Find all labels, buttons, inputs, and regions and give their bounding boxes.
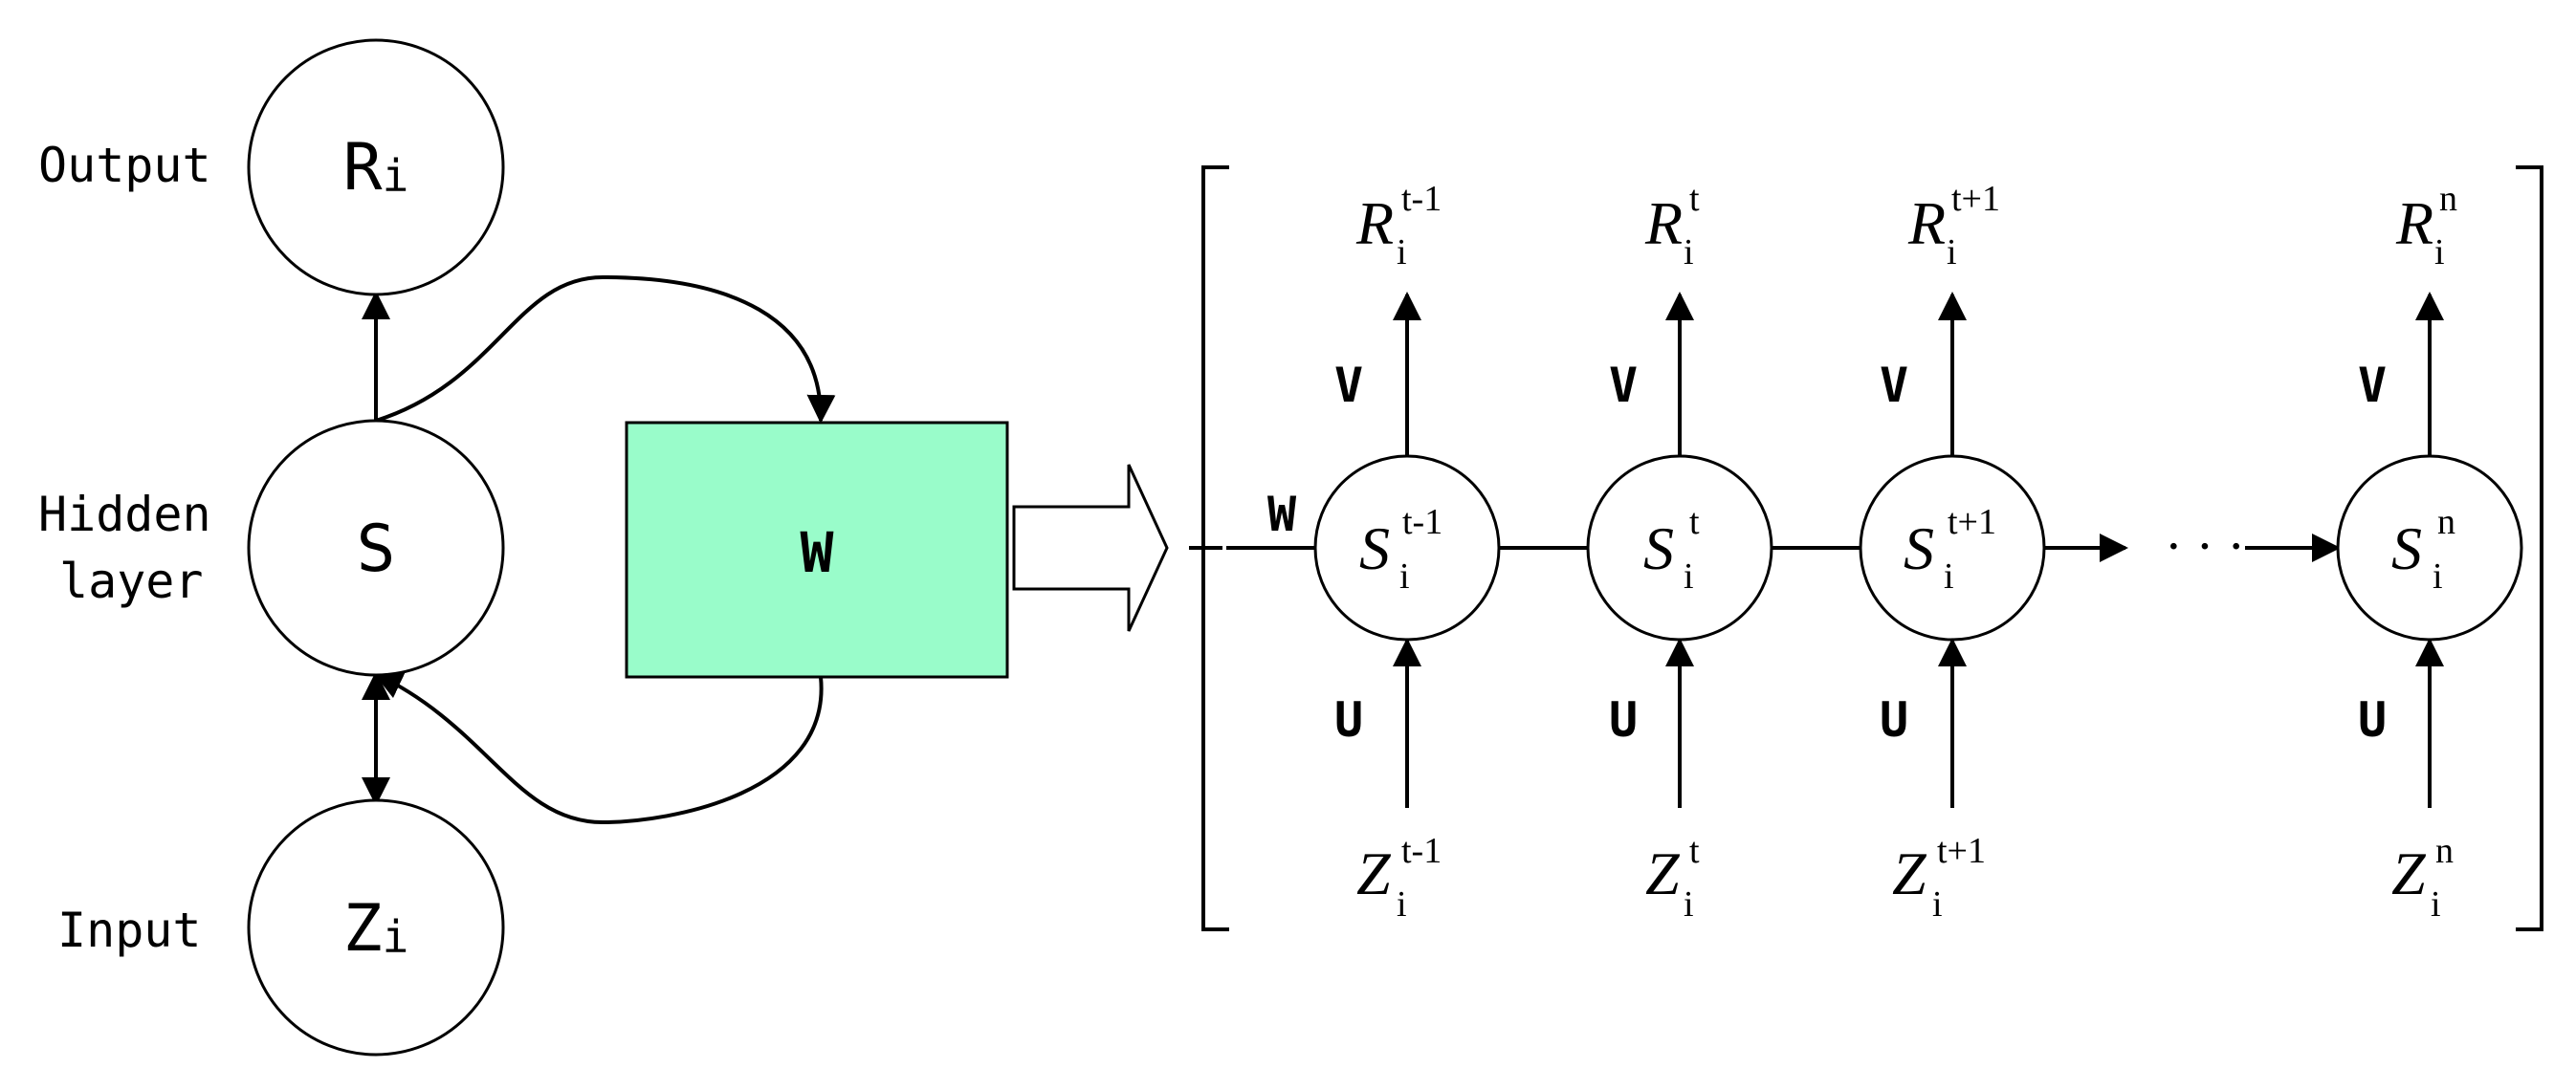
- timestep-n: S n i V U R n i Z n i: [2336, 179, 2523, 925]
- w-to-hidden-curve: [373, 671, 824, 825]
- input-node-label: Zi: [343, 891, 409, 967]
- output-superscript: n: [2439, 179, 2457, 219]
- output-subscript: i: [2434, 232, 2445, 272]
- output-superscript: t+1: [1951, 179, 2000, 219]
- w-box-label: W: [801, 520, 834, 585]
- output-node-label: Ri: [343, 130, 409, 206]
- v-label: V: [1609, 358, 1638, 413]
- hidden-to-w-curve: [375, 274, 836, 424]
- input-subscript: i: [1932, 884, 1943, 925]
- output-superscript: t-1: [1401, 179, 1442, 219]
- output-label: Output: [38, 138, 211, 193]
- input-subscript: i: [1684, 884, 1694, 925]
- state-subscript: i: [1684, 556, 1694, 597]
- hidden-state-node: [1859, 454, 2046, 642]
- hidden-node-label: S: [357, 512, 396, 587]
- state-subscript: i: [1944, 556, 1954, 597]
- timestep-t: S t i V U R t i Z t i: [1586, 179, 1773, 925]
- hidden-state-node: [1586, 454, 1773, 642]
- state-superscript: t+1: [1948, 502, 1996, 542]
- w-weight-box: [625, 421, 1009, 679]
- hidden-label-line1: Hidden: [38, 487, 211, 542]
- state-subscript: i: [2433, 556, 2443, 597]
- hidden-node: [247, 419, 505, 677]
- output-label: R: [1644, 189, 1683, 257]
- input-subscript: i: [2431, 884, 2441, 925]
- timestep-t-1: S t-1 i V U R t-1 i Z t-1 i: [1313, 179, 1501, 925]
- state-label: S: [1904, 514, 1934, 582]
- input-label: Z: [1645, 839, 1681, 907]
- v-label: V: [1880, 358, 1908, 413]
- u-label: U: [1334, 692, 1363, 748]
- state-superscript: n: [2437, 502, 2455, 542]
- unrolled-rnn: W · · · S t-1 i V U R t-1 i Z t-1 i S t: [1189, 165, 2543, 931]
- v-label: V: [2358, 358, 2387, 413]
- output-label: R: [1907, 189, 1946, 257]
- u-label: U: [1880, 692, 1908, 748]
- input-superscript: n: [2435, 831, 2454, 871]
- v-label: V: [1334, 358, 1363, 413]
- input-label: Z: [1356, 839, 1392, 907]
- unroll-arrow: [1012, 464, 1169, 632]
- input-superscript: t-1: [1401, 831, 1442, 871]
- input-node: [247, 798, 505, 1057]
- hidden-label-line2: layer: [59, 554, 204, 609]
- right-bracket: [2516, 165, 2543, 931]
- output-subscript: i: [1947, 232, 1957, 272]
- state-subscript: i: [1399, 556, 1410, 597]
- u-label: U: [2358, 692, 2387, 748]
- state-label: S: [1359, 514, 1390, 582]
- timestep-t+1: S t+1 i V U R t+1 i Z t+1 i: [1859, 179, 2046, 925]
- output-superscript: t: [1689, 179, 1700, 219]
- state-label: S: [2391, 514, 2422, 582]
- output-node: [247, 38, 505, 296]
- input-label: Z: [1892, 839, 1927, 907]
- hidden-state-node: [1313, 454, 1501, 642]
- output-subscript: i: [1684, 232, 1694, 272]
- u-label: U: [1609, 692, 1638, 748]
- state-superscript: t: [1689, 502, 1700, 542]
- output-label: R: [2395, 189, 2433, 257]
- input-subscript: i: [1397, 884, 1407, 925]
- folded-rnn: Output Hidden layer Input Ri S Zi W: [38, 38, 1009, 1057]
- state-label: S: [1643, 514, 1674, 582]
- state-superscript: t-1: [1402, 502, 1442, 542]
- output-subscript: i: [1397, 232, 1407, 272]
- input-label: Input: [57, 903, 202, 958]
- input-label: Z: [2391, 839, 2427, 907]
- output-label: R: [1355, 189, 1394, 257]
- input-superscript: t+1: [1937, 831, 1986, 871]
- chain-ellipsis: · · ·: [2165, 517, 2245, 577]
- chain-w-label: W: [1267, 487, 1297, 542]
- hidden-state-node: [2336, 454, 2523, 642]
- input-superscript: t: [1689, 831, 1700, 871]
